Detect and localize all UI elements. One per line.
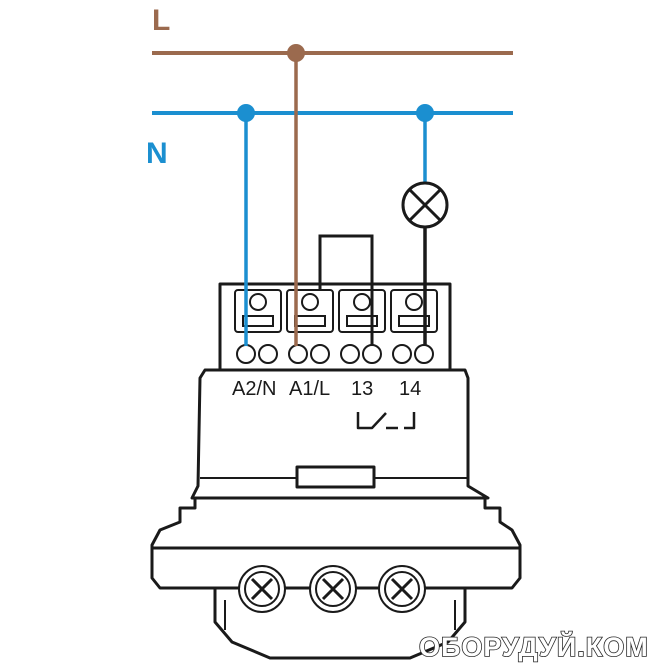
indicator-window <box>295 465 376 489</box>
lamp-icon <box>401 181 449 229</box>
adjustment-screws <box>238 565 426 613</box>
screw-3 <box>378 565 426 613</box>
neutral-junction-dot-2 <box>416 104 434 122</box>
terminal-label-13: 13 <box>351 378 373 400</box>
terminal-labels: A2/N A1/L 13 14 <box>232 378 421 400</box>
neutral-rail-label: N <box>146 137 168 170</box>
terminal-label-a1l: A1/L <box>289 378 330 400</box>
screw-2 <box>309 565 357 613</box>
live-rail-label: L <box>152 4 170 37</box>
terminal-clamp-2 <box>286 289 334 364</box>
relay-contact-symbol <box>356 412 416 430</box>
neutral-junction-dot-1 <box>237 104 255 122</box>
device-body <box>190 368 490 500</box>
live-junction-dot <box>287 44 305 62</box>
terminal-label-14: 14 <box>399 378 421 400</box>
terminal-label-a2n: A2/N <box>232 378 276 400</box>
bridge-wire <box>318 234 374 346</box>
watermark: ОБОРУДУЙ.КОМ <box>419 631 649 662</box>
screw-1 <box>238 565 286 613</box>
